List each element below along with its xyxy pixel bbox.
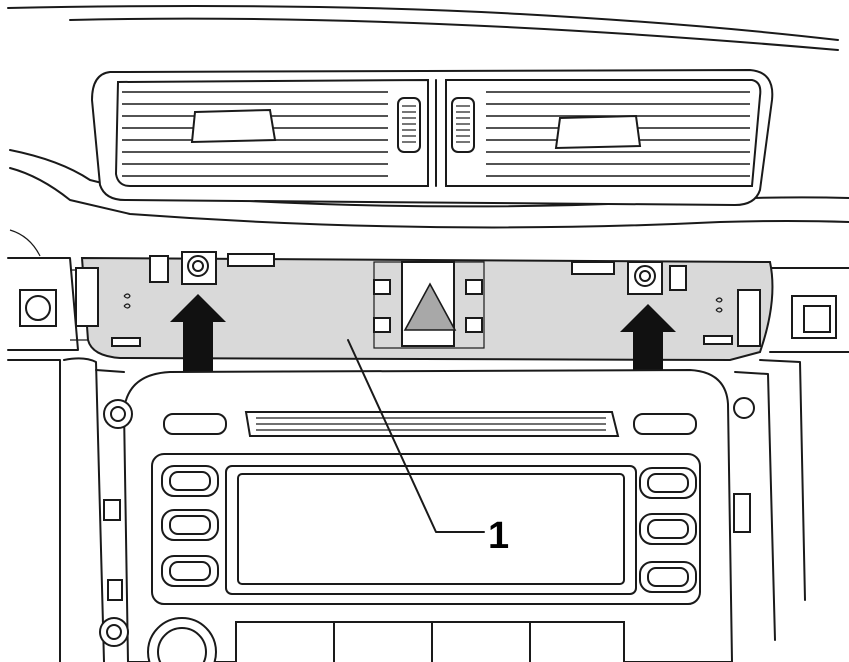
callout-number: 1 [488,515,509,557]
dashboard-air-vents [90,68,774,207]
dashboard-side-left [7,257,101,662]
console-left-edge [63,357,133,662]
left-air-vent [114,78,429,187]
upward-direction-arrows [170,294,676,382]
trim-panel [75,251,774,362]
callout-1: 1 [347,339,509,557]
dashboard-outline [7,5,849,257]
center-clip [373,261,485,349]
right-arrow [620,304,676,382]
right-air-vent [445,79,762,187]
console-right-edge [733,397,755,533]
right-screw [627,261,663,295]
dashboard-side-right [734,267,849,641]
left-screw [181,251,217,285]
left-arrow [170,294,226,374]
